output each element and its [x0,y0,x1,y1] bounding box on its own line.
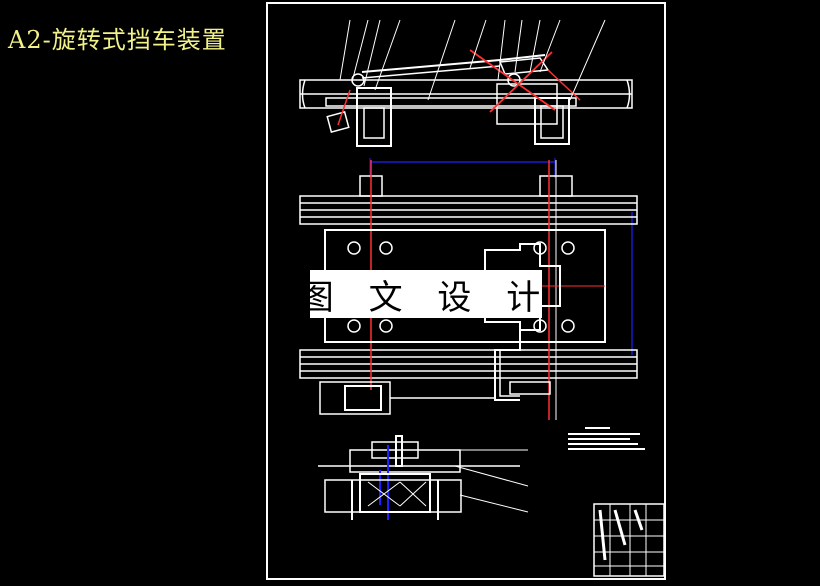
plan-view [299,158,638,420]
section-detail-view [318,435,529,520]
technical-notes [568,427,645,450]
watermark-label: 图 文 设 计 [300,270,542,318]
drawing-sheet-border [266,2,666,580]
elevation-view [299,19,633,147]
title-block [593,503,665,577]
drawing-title: A2-旋转式挡车装置 [8,26,227,54]
